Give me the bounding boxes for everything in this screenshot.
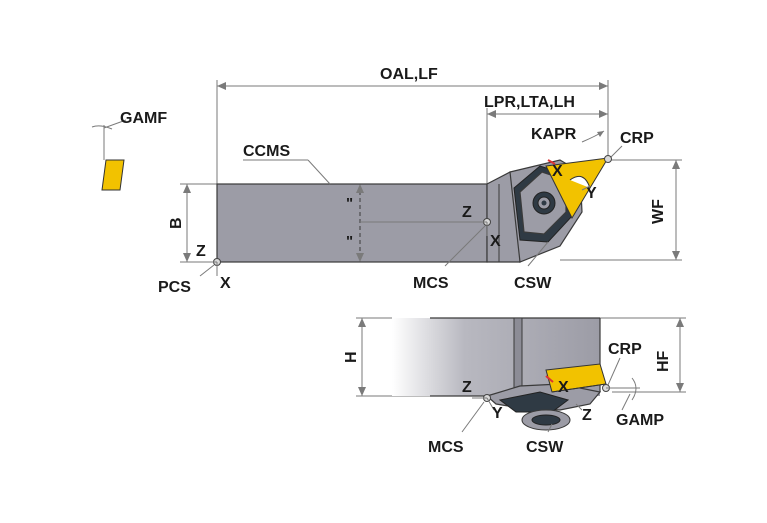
csw-top-leader (527, 241, 549, 267)
x-insert-bottom-label: X (558, 379, 569, 396)
crp-top-point (604, 155, 612, 163)
ccms-arrow-top (356, 184, 364, 193)
clamp-screw-side-inner (531, 414, 561, 426)
top-view: OAL,LF LPR,LTA,LH KAPR CRP WF B (158, 66, 682, 296)
y-mcs-bottom-label: Y (492, 405, 503, 422)
ccms-mark-2: " (346, 233, 353, 250)
csw-top-label: CSW (514, 275, 552, 292)
lpr-arrow-right (599, 110, 608, 118)
csw-bottom-leader (547, 423, 553, 433)
oal-lf-label: OAL,LF (380, 66, 438, 83)
hf-arrow-top (676, 318, 684, 327)
mcs-bottom-leader (461, 401, 485, 433)
gamf-insert-icon (101, 159, 125, 191)
hf-arrow-bottom (676, 383, 684, 392)
wf-label: WF (650, 199, 667, 224)
ccms-mark-1: " (346, 195, 353, 212)
gamf-leader (103, 119, 127, 129)
wf-arrow-top (672, 160, 680, 169)
clamp-side (498, 391, 570, 413)
crp-top-label: CRP (620, 130, 654, 147)
insert-side-edge (551, 383, 607, 393)
lpr-lta-lh-label: LPR,LTA,LH (484, 94, 575, 111)
insert-top-hole (569, 175, 591, 189)
gamf-detail: GAMF (91, 110, 167, 191)
x-mcs-top-label: X (490, 233, 501, 250)
pcs-leader (199, 264, 215, 277)
b-arrow-top (183, 184, 191, 193)
z-insert-axis (575, 403, 583, 411)
mcs-top-leader (444, 225, 486, 267)
csw-bottom-label: CSW (526, 439, 564, 456)
gamf-arc (91, 125, 113, 130)
wf-arrow-bottom (672, 251, 680, 260)
shank-body-top (216, 183, 488, 263)
ccms-label: CCMS (243, 143, 290, 160)
y-insert-top-label: Y (586, 185, 597, 202)
ccms-arrow-bottom (356, 253, 364, 262)
mcs-top-label: MCS (413, 275, 449, 292)
kapr-label: KAPR (531, 126, 577, 143)
mcs-bottom-y-axis (486, 397, 495, 411)
z-mcs-bottom-label: Z (462, 379, 472, 396)
z-insert-bottom-label: Z (582, 407, 592, 424)
pcs-label: PCS (158, 279, 191, 296)
oal-arrow-left (217, 82, 226, 90)
h-arrow-bottom (358, 387, 366, 396)
y-insert-axis (581, 185, 591, 191)
shank-side-groove (513, 317, 523, 397)
gamf-label: GAMF (120, 110, 167, 127)
h-label: H (343, 351, 360, 363)
b-label: B (168, 217, 185, 229)
z-pcs-label: Z (196, 243, 206, 260)
lpr-arrow-left (487, 110, 496, 118)
gamp-leader (621, 393, 631, 411)
x-pcs-label: X (220, 275, 231, 292)
crp-bottom-label: CRP (608, 341, 642, 358)
mcs-bottom-label: MCS (428, 439, 464, 456)
z-mcs-top-label: Z (462, 204, 472, 221)
gamp-label: GAMP (616, 412, 664, 429)
insert-side-marker (545, 375, 554, 383)
b-arrow-bottom (183, 253, 191, 262)
kapr-arrow (597, 131, 604, 137)
oal-arrow-right (599, 82, 608, 90)
insert-top-marker (547, 159, 556, 165)
clamp-screw-hex (541, 200, 547, 206)
crp-bottom-leader (607, 357, 621, 386)
h-arrow-top (358, 318, 366, 327)
gamp-arc (631, 377, 637, 401)
ccms-leader (307, 159, 331, 185)
side-view: H HF X Z (343, 317, 686, 456)
x-insert-top-label: X (552, 163, 563, 180)
crp-top-leader (609, 145, 623, 159)
hf-label: HF (655, 350, 672, 372)
